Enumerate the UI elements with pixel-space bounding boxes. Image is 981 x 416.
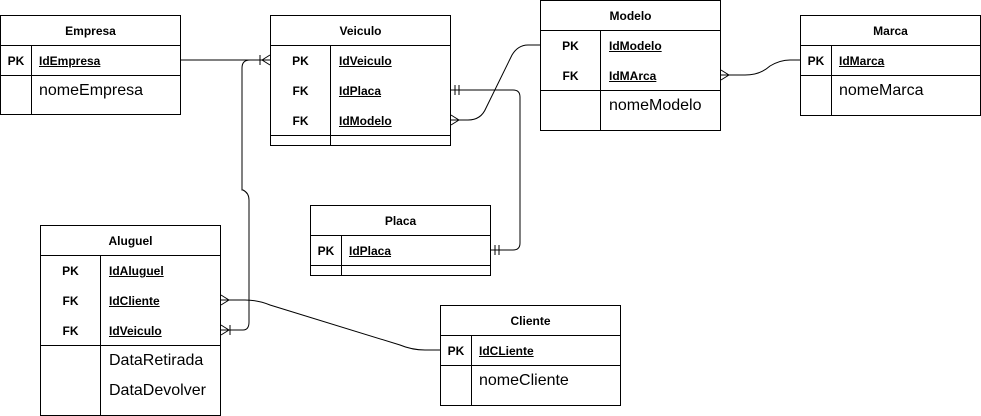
entity-marca[interactable]: Marca PK IdMarca nomeMarca	[800, 15, 981, 116]
entity-modelo[interactable]: Modelo PK IdModelo FK IdMArca nomeModelo	[540, 0, 721, 131]
entity-row: nomeEmpresa	[1, 76, 180, 114]
crow-foot-mark	[720, 69, 730, 76]
connector-veiculo-placa[interactable]	[451, 85, 521, 255]
connector-aluguel-veiculo[interactable]	[220, 59, 251, 336]
attribute-name: DataRetirada	[109, 352, 204, 369]
entity-row-empty	[271, 136, 450, 145]
attribute-name: nomeMarca	[839, 82, 924, 99]
entity-row: PK IdPlaca	[311, 236, 490, 266]
entity-row: PK IdMarca	[801, 46, 980, 76]
attribute-name: IdCLiente	[479, 344, 534, 358]
key-column-empty	[311, 266, 342, 275]
entity-row: FK IdCliente	[41, 286, 220, 316]
key-column-empty	[1, 76, 32, 114]
entity-veiculo[interactable]: Veiculo PK IdVeiculo FK IdPlaca FK IdMod…	[270, 15, 451, 146]
entity-row: PK IdEmpresa	[1, 46, 180, 76]
connector-modelo-marca[interactable]	[720, 59, 800, 81]
key-column-empty	[801, 76, 832, 115]
key-label: FK	[41, 286, 101, 316]
entity-row: PK IdCLiente	[441, 336, 620, 366]
connector-empresa-veiculo[interactable]	[181, 54, 271, 66]
entity-row: PK IdAluguel	[41, 256, 220, 286]
key-label: FK	[41, 316, 101, 345]
key-column-empty	[441, 366, 472, 405]
key-label: PK	[801, 46, 832, 75]
entity-row: FK IdPlaca	[271, 76, 450, 106]
crow-foot-mark	[450, 119, 460, 126]
attribute-name: nomeCliente	[479, 372, 569, 389]
attribute-name: nomeModelo	[609, 97, 702, 114]
attribute-name: IdPlaca	[349, 244, 392, 258]
key-label: PK	[1, 46, 32, 75]
entity-title: Placa	[311, 206, 490, 236]
attribute-name: IdModelo	[609, 39, 662, 53]
key-label: FK	[541, 61, 601, 90]
entity-row: nomeCliente	[441, 366, 620, 405]
entity-title: Aluguel	[41, 226, 220, 256]
crow-foot-mark	[261, 59, 271, 66]
crow-foot-mark	[450, 114, 460, 121]
connector-aluguel-cliente[interactable]	[220, 294, 440, 351]
attribute-name: IdAluguel	[109, 264, 164, 278]
entity-title: Marca	[801, 16, 980, 46]
key-label: PK	[541, 31, 601, 61]
crow-foot-mark	[220, 329, 230, 336]
key-label: FK	[271, 76, 331, 106]
entity-row: PK IdModelo	[541, 31, 720, 61]
entity-title: Modelo	[541, 1, 720, 31]
key-label: FK	[271, 106, 331, 135]
crow-foot-mark	[220, 324, 230, 331]
key-label: PK	[41, 256, 101, 286]
entity-row: PK IdVeiculo	[271, 46, 450, 76]
key-column-empty	[271, 136, 331, 145]
key-column-empty	[41, 346, 101, 415]
entity-title: Cliente	[441, 306, 620, 336]
attribute-name: IdCliente	[109, 294, 160, 308]
attribute-name: IdModelo	[339, 114, 392, 128]
key-column-empty	[541, 91, 601, 130]
entity-aluguel[interactable]: Aluguel PK IdAluguel FK IdCliente FK IdV…	[40, 225, 221, 416]
entity-empresa[interactable]: Empresa PK IdEmpresa nomeEmpresa	[0, 15, 181, 115]
attribute-name: IdVeiculo	[339, 54, 392, 68]
attribute-name: IdMarca	[839, 54, 885, 68]
key-label: PK	[271, 46, 331, 76]
entity-row: DataRetirada DataDevolver	[41, 346, 220, 415]
attribute-name: IdPlaca	[339, 84, 382, 98]
entity-row: FK IdVeiculo	[41, 316, 220, 346]
connector-veiculo-modelo[interactable]	[450, 44, 540, 126]
key-label: PK	[441, 336, 472, 365]
crow-foot-mark	[261, 54, 271, 61]
entity-title: Veiculo	[271, 16, 450, 46]
attribute-name: IdEmpresa	[39, 54, 101, 68]
attribute-name: IdMArca	[609, 69, 657, 83]
attribute-name: DataDevolver	[109, 382, 206, 399]
entity-placa[interactable]: Placa PK IdPlaca	[310, 205, 491, 276]
crow-foot-mark	[720, 74, 730, 81]
entity-row-empty	[311, 266, 490, 275]
attribute-name: nomeEmpresa	[39, 82, 144, 99]
crow-foot-mark	[220, 299, 230, 306]
crow-foot-mark	[220, 294, 230, 301]
attribute-name: IdVeiculo	[109, 324, 162, 338]
key-label: PK	[311, 236, 342, 265]
entity-row: FK IdMArca	[541, 61, 720, 91]
entity-cliente[interactable]: Cliente PK IdCLiente nomeCliente	[440, 305, 621, 406]
entity-row: FK IdModelo	[271, 106, 450, 136]
entity-title: Empresa	[1, 16, 180, 46]
entity-row: nomeMarca	[801, 76, 980, 115]
entity-row: nomeModelo	[541, 91, 720, 130]
